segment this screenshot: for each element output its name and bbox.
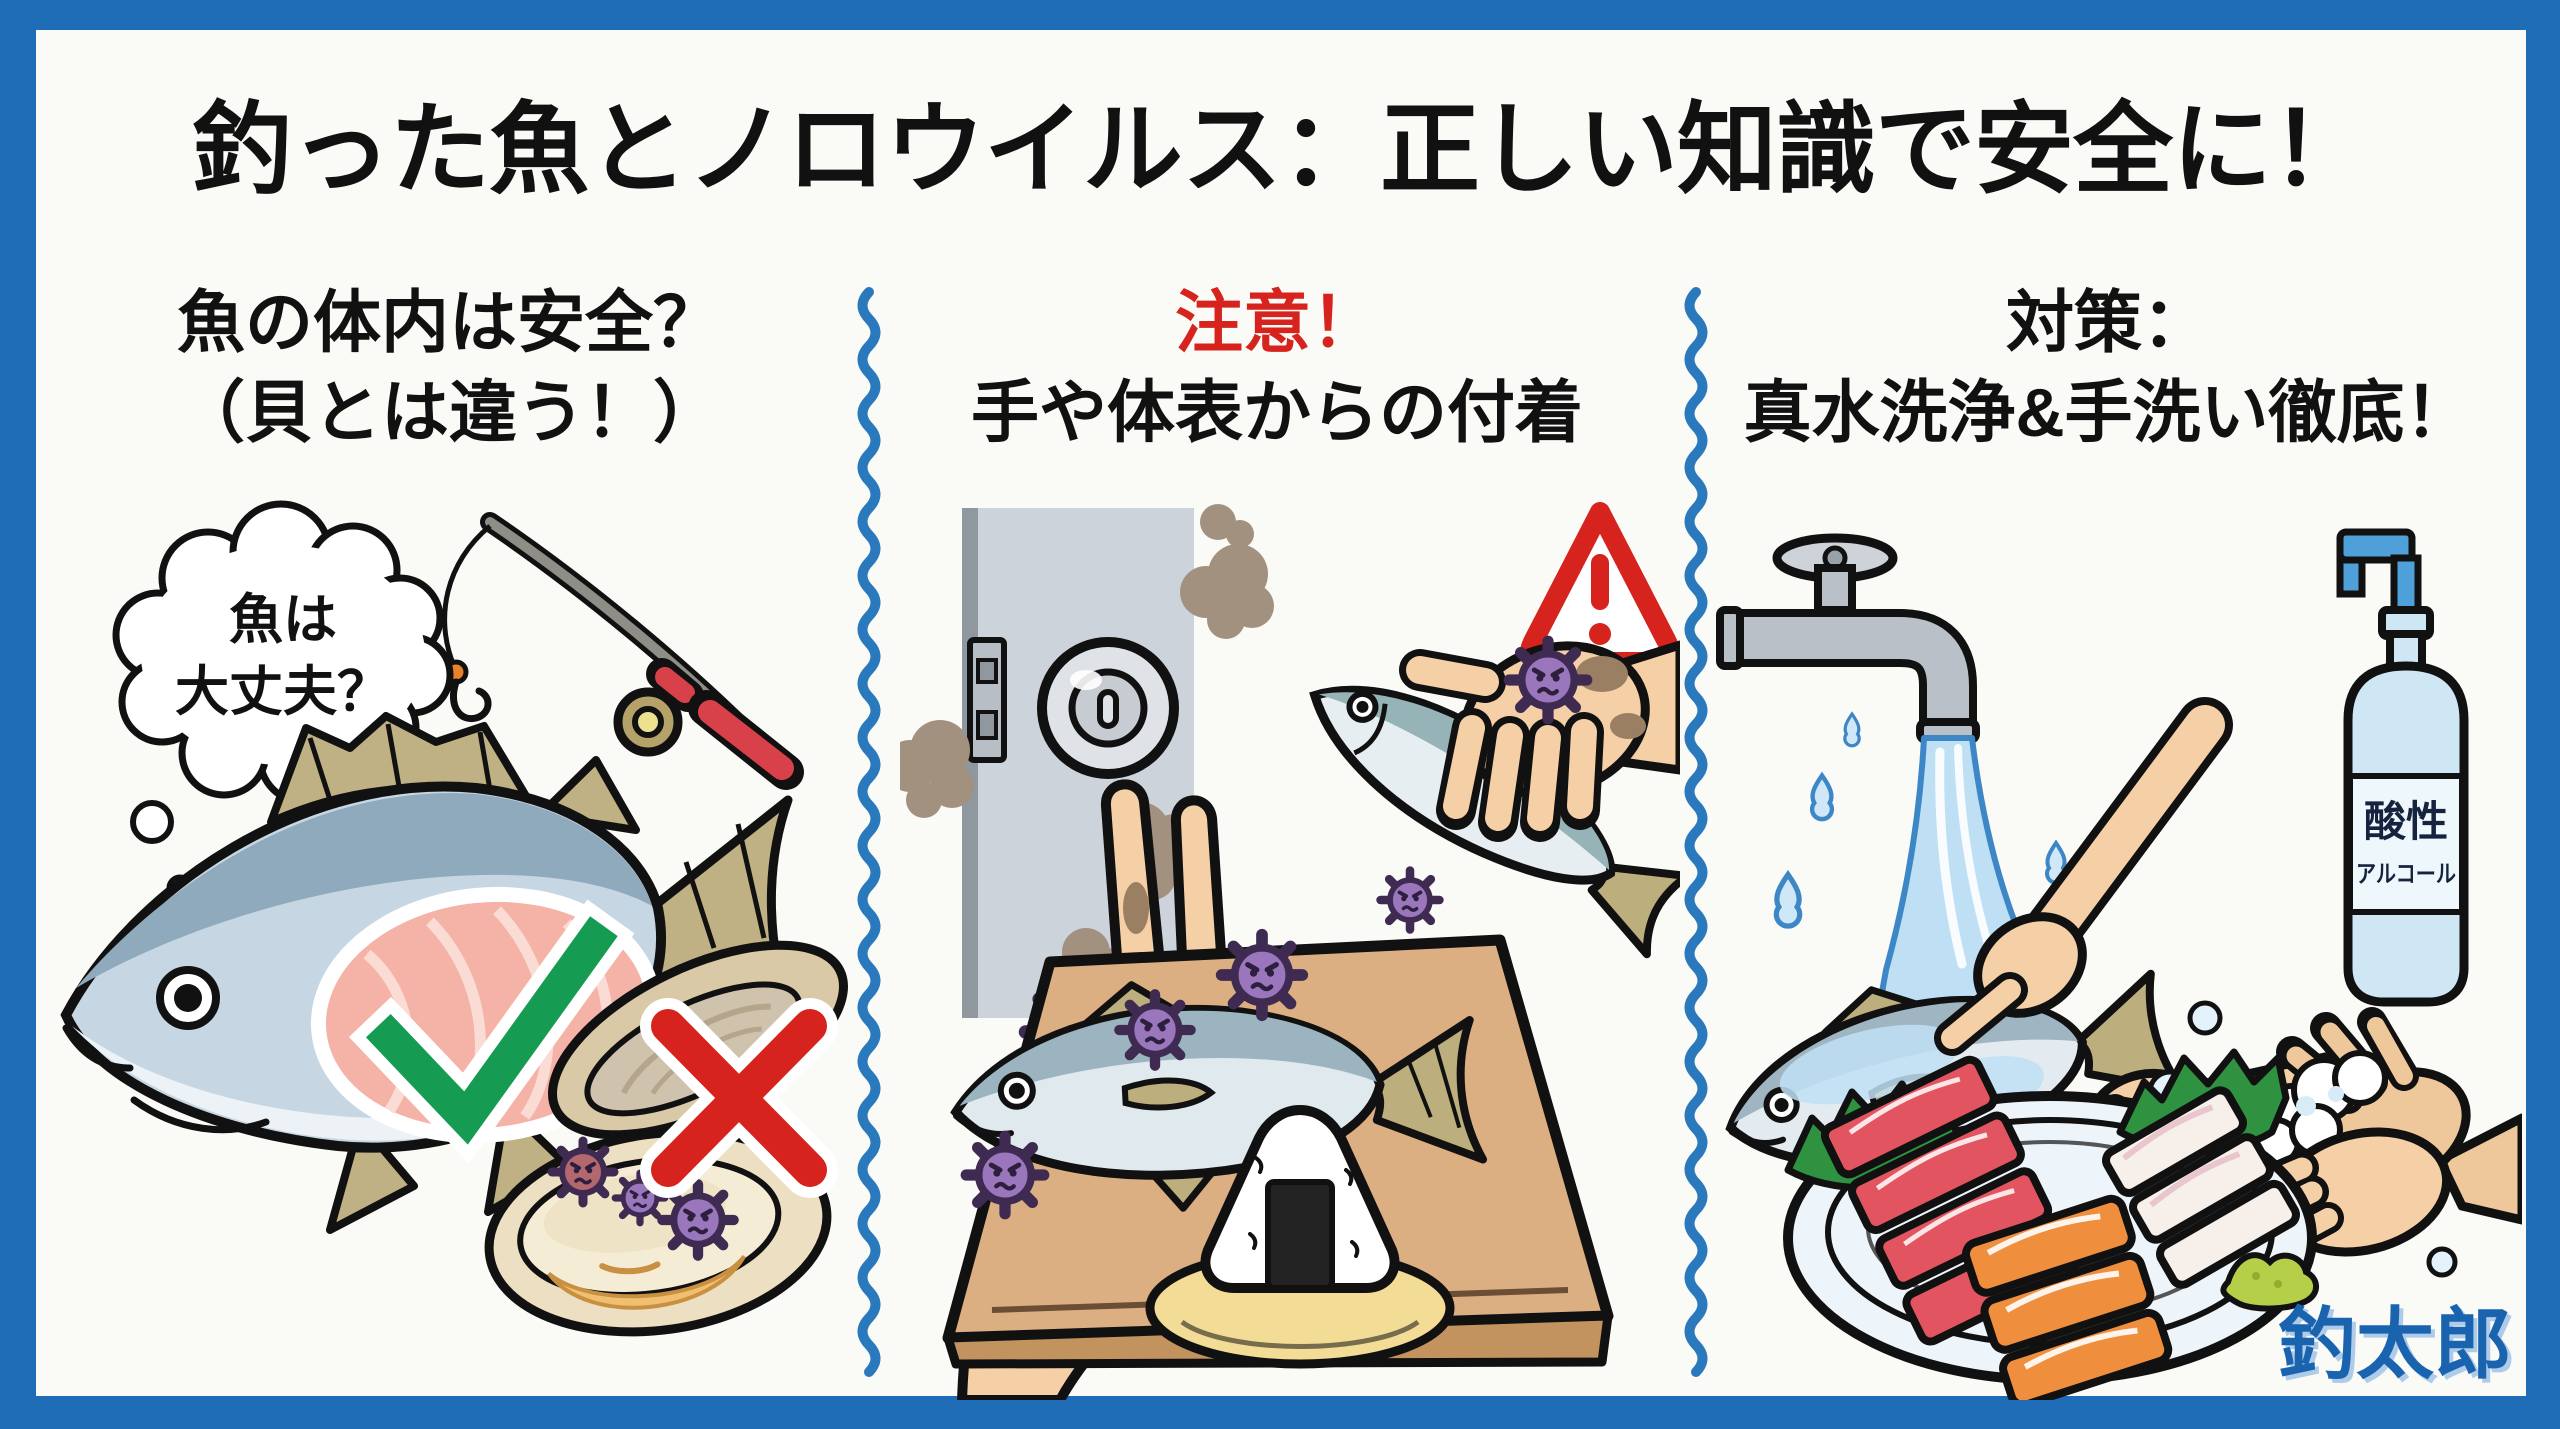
held-fish-icon bbox=[1309, 623, 1680, 959]
wavy-divider-icon bbox=[1684, 287, 1708, 1377]
whitefish-sashimi bbox=[2102, 1086, 2300, 1289]
bottle-label-line1: 酸性 bbox=[2364, 798, 2448, 845]
sashimi-plate-icon bbox=[1783, 1048, 2319, 1400]
onigiri-icon bbox=[1145, 1104, 1455, 1369]
middle-panel-heading: 注意！ 手や体表からの付着 bbox=[864, 278, 1690, 458]
wasabi-icon bbox=[2220, 1252, 2319, 1312]
dirt-smudges bbox=[900, 504, 1274, 988]
thought-text-line2: 大丈夫？ bbox=[175, 662, 391, 722]
left-heading-line2: （貝とは違う！） bbox=[176, 375, 721, 451]
cross-icon bbox=[640, 998, 838, 1198]
virus-icon bbox=[1381, 871, 1440, 930]
middle-panel-illustration bbox=[900, 502, 1680, 1400]
virus-icon bbox=[1222, 935, 1303, 1016]
holding-hand-icon bbox=[1399, 623, 1680, 842]
door-knob-icon bbox=[1037, 637, 1179, 779]
fishing-rod-icon bbox=[442, 512, 804, 790]
virus-icon bbox=[1509, 641, 1587, 719]
middle-heading-line2: 手や体表からの付着 bbox=[970, 375, 1583, 451]
right-panel-heading: 対策： 真水洗浄&手洗い徹底！ bbox=[1690, 278, 2526, 458]
virus-icon bbox=[1119, 994, 1190, 1065]
soap-bottle-icon: 酸性 アルコール bbox=[2336, 528, 2469, 1007]
wavy-divider-icon bbox=[857, 287, 881, 1377]
right-panel-illustration: 酸性 アルコール bbox=[1716, 528, 2522, 1400]
thought-text-line1: 魚は bbox=[229, 590, 337, 650]
left-heading-line1: 魚の体内は安全？ bbox=[176, 285, 721, 361]
left-panel-heading: 魚の体内は安全？ （貝とは違う！） bbox=[38, 278, 860, 458]
right-heading-line2: 真水洗浄&手洗い徹底！ bbox=[1743, 375, 2473, 451]
page-title: 釣った魚とノロウイルス：正しい知識で安全に！ bbox=[192, 94, 2371, 206]
salmon-sashimi bbox=[1961, 1194, 2173, 1400]
virus-icon bbox=[552, 1141, 614, 1203]
brand-watermark: 釣太郎 bbox=[2278, 1300, 2513, 1388]
caution-label: 注意！ bbox=[1174, 285, 1379, 361]
check-icon bbox=[349, 899, 635, 1164]
right-heading-line1: 対策： bbox=[2005, 285, 2210, 361]
faucet-icon bbox=[1716, 533, 1980, 744]
bottle-label-line2: アルコール bbox=[2356, 861, 2456, 888]
left-panel-illustration: 魚は 大丈夫？ bbox=[60, 500, 848, 1337]
virus-icon bbox=[966, 1136, 1044, 1214]
